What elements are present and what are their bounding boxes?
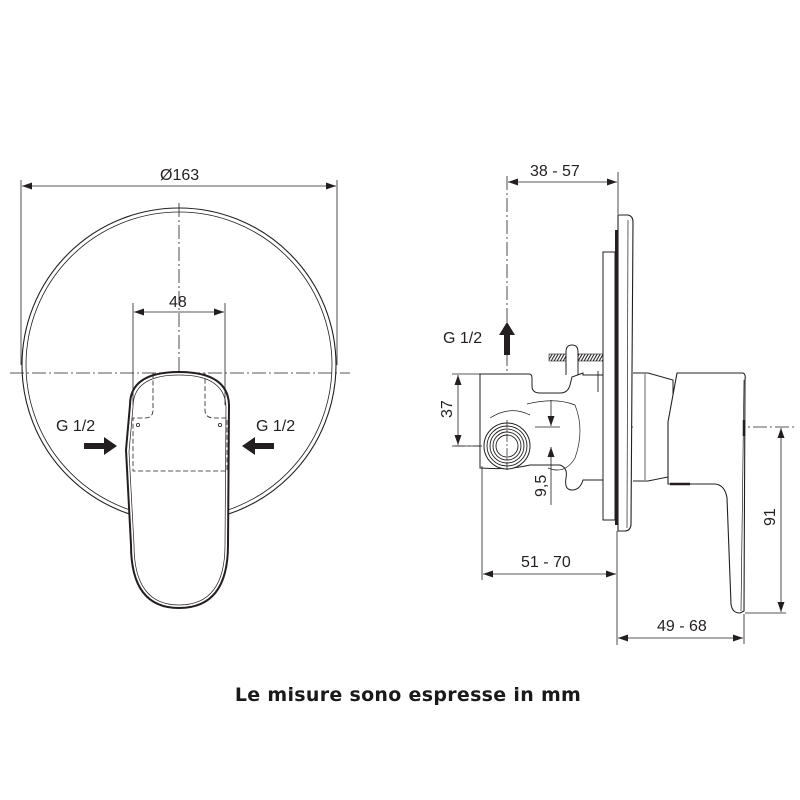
lever-handle-side — [667, 372, 746, 614]
depth-body-label: 51 - 70 — [521, 554, 571, 571]
units-caption: Le misure sono espresse in mm — [234, 684, 582, 706]
mounting-plate — [602, 251, 616, 521]
spacing-label: 48 — [169, 294, 187, 311]
escutcheon-side-inner — [626, 219, 629, 529]
inlet-arrows-front — [84, 437, 274, 455]
screw-left — [135, 422, 140, 427]
inlet-right-arrow-icon — [242, 437, 274, 455]
side-view — [452, 172, 795, 645]
inlet-left-label: G 1/2 — [56, 418, 95, 435]
plaster-guard-dark — [615, 230, 618, 525]
hidden-cartridge — [132, 373, 228, 472]
diameter-label: Ø163 — [160, 167, 199, 184]
inlet-left-arrow-icon — [84, 437, 117, 455]
outlet-up-arrow-icon — [499, 322, 515, 355]
handle-height-label: 91 — [762, 508, 779, 526]
lever-handle-front — [124, 370, 231, 610]
front-view — [10, 180, 350, 610]
offset-label: 9,5 — [533, 475, 550, 497]
screw-right — [217, 422, 222, 427]
handle-rosette — [633, 372, 674, 482]
handle-depth-label: 49 - 68 — [657, 618, 707, 635]
escutcheon-side — [617, 214, 634, 532]
depth-top-label: 38 - 57 — [530, 163, 580, 180]
valve-body-contour-2 — [489, 410, 531, 419]
outlet-label: G 1/2 — [443, 330, 482, 347]
rod-knob — [565, 344, 579, 375]
lever-edge — [740, 379, 745, 612]
inlet-right-label: G 1/2 — [256, 418, 295, 435]
valve-body-contour — [526, 400, 581, 471]
lever-handle-inner-edge — [128, 374, 227, 606]
height-37-label: 37 — [439, 400, 456, 418]
